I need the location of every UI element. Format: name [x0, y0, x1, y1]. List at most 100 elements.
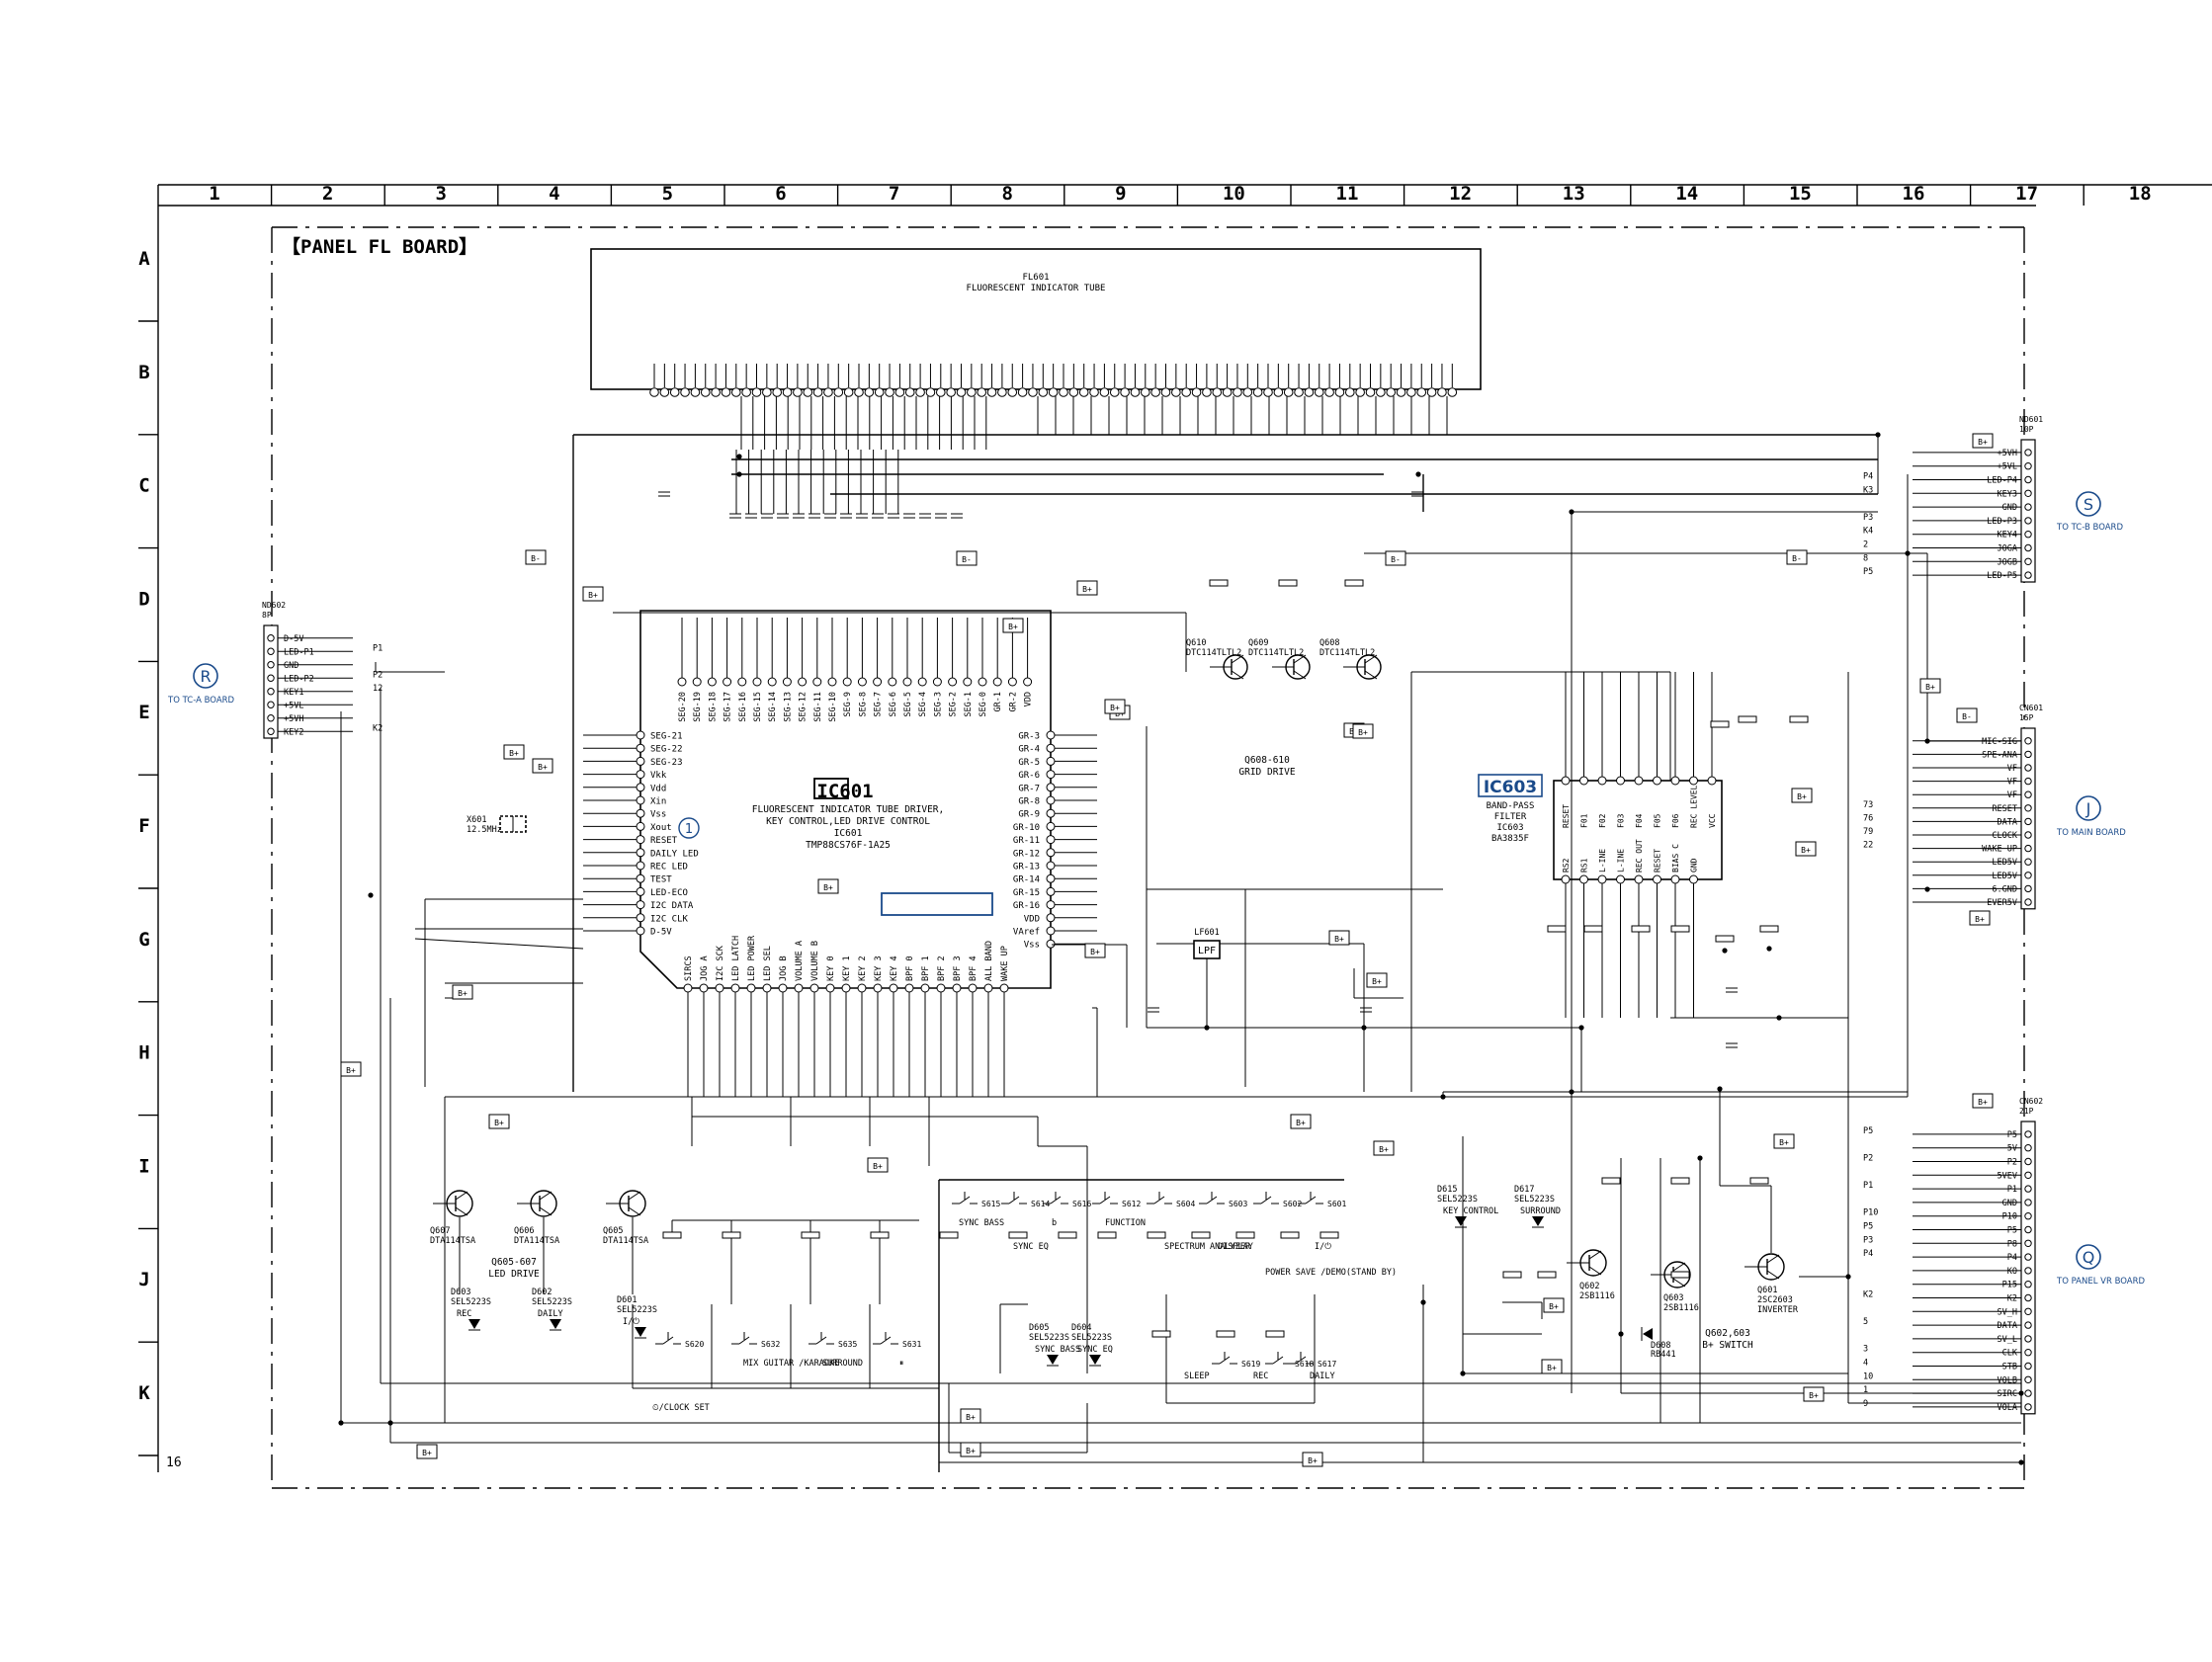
fl601-tube: FL601 FLUORESCENT INDICATOR TUBE — [590, 248, 1482, 397]
ic603-bottom-pin: RS1 — [1580, 858, 1589, 873]
transistor-ref: Q610 — [1186, 638, 1206, 648]
power-tag: B+ — [1801, 846, 1811, 855]
switch-label: SURROUND — [822, 1359, 863, 1369]
switch-ref: S614 — [1031, 1200, 1050, 1208]
fl601-ref: FL601 — [1022, 273, 1049, 283]
ic601-bottom-pin: KEY 1 — [842, 956, 852, 981]
connector-signal: K3 — [1863, 485, 1873, 495]
ic603-top-pin: F06 — [1671, 813, 1680, 828]
led-label: SYNC EQ — [1077, 1345, 1113, 1355]
ic601-part2: TMP88CS76F-1A25 — [806, 840, 891, 851]
ic603-top-pin: F02 — [1598, 813, 1607, 828]
ic601-bottom-pin: JOG A — [700, 956, 710, 981]
bplus-label2: B+ SWITCH — [1702, 1340, 1753, 1351]
transistor-extra: INVERTER — [1757, 1305, 1799, 1315]
switch-ref: S631 — [902, 1340, 921, 1349]
connector-pin: +5VL — [284, 701, 303, 710]
power-tag: B- — [531, 554, 541, 563]
connector-pin: KO — [2007, 1267, 2017, 1277]
connector-signal: P10 — [1863, 1208, 1878, 1218]
connector-signal: 10 — [1863, 1371, 1873, 1381]
connector-signal: K4 — [1863, 527, 1873, 537]
board-title: 【PANEL FL BOARD】 — [282, 235, 477, 258]
led-label: DAILY — [538, 1309, 563, 1319]
connector-pin: LED5V — [1992, 858, 2017, 868]
ic601-right-pin: GR-6 — [1018, 771, 1040, 781]
ic601-bottom-pin: BPF 3 — [953, 956, 963, 981]
connector-signal: 12 — [373, 684, 383, 694]
ic601-left-pin: Vss — [650, 810, 666, 820]
ic601-top-pin: GR-2 — [1008, 692, 1018, 711]
column-label: 7 — [889, 183, 899, 205]
connector-pin: P1 — [2007, 1185, 2017, 1195]
fl601-name: FLUORESCENT INDICATOR TUBE — [967, 284, 1106, 293]
switch-ref: S635 — [838, 1340, 857, 1349]
transistor-part: DTA114TSA — [430, 1236, 475, 1246]
connector-signal: 73 — [1863, 800, 1873, 810]
connector-pincount: 10P — [2019, 425, 2034, 434]
column-label: 4 — [549, 183, 559, 205]
row-label: H — [138, 1042, 149, 1064]
column-label: 17 — [2015, 183, 2038, 205]
transistor-part: 2SB1116 — [1663, 1303, 1699, 1313]
power-tag: B+ — [966, 1413, 976, 1422]
led-part: SEL5223S — [1029, 1333, 1069, 1343]
ic601-left-pin: SEG-21 — [650, 732, 683, 742]
ic603-top-pin: F04 — [1635, 813, 1644, 828]
power-tag: B+ — [1372, 977, 1382, 986]
highlight-box — [881, 892, 993, 916]
transistor-ref: Q606 — [514, 1226, 534, 1236]
transistor-part: DTA114TSA — [514, 1236, 559, 1246]
column-label: 12 — [1449, 183, 1472, 205]
power-tag: B+ — [346, 1066, 356, 1075]
connector-pin: K2 — [2007, 1294, 2017, 1304]
ic601-left-pin: TEST — [650, 875, 672, 885]
led-label: I/⏻ — [623, 1316, 639, 1327]
power-tag: B+ — [1978, 438, 1988, 447]
connector-pin: KEY1 — [284, 688, 303, 698]
connector-pin: P10 — [2002, 1212, 2017, 1222]
connector-pin: P5 — [2007, 1226, 2017, 1236]
power-tag: B+ — [1296, 1119, 1306, 1127]
connector-pin: JOGA — [1998, 544, 2017, 554]
connector-signal: 3 — [1863, 1345, 1868, 1355]
connector-pin: WAKE UP — [1982, 845, 2017, 855]
power-tag: B+ — [873, 1162, 883, 1171]
ic601-bottom-pin: KEY 4 — [890, 956, 899, 981]
connector-signal: 2 — [1863, 540, 1868, 550]
ic601-bottom-pin: BPF 0 — [905, 956, 915, 981]
switch-ref: S602 — [1283, 1200, 1302, 1208]
column-label: 5 — [662, 183, 673, 205]
ic603-top-pin: REC LEVEL — [1690, 785, 1699, 828]
connector-signal: 5 — [1863, 1317, 1868, 1327]
ic601-right-pin: GR-5 — [1018, 758, 1040, 768]
ic601-left-pin: I2C CLK — [650, 914, 689, 924]
ic601-left-pin: SEG-23 — [650, 758, 683, 768]
connector-label: TO PANEL VR BOARD — [2056, 1277, 2146, 1287]
led-drive-label2: LED DRIVE — [488, 1269, 540, 1280]
connector-signal: P5 — [1863, 1222, 1873, 1232]
led-part: SEL5223S — [532, 1297, 572, 1307]
ic601-top-pin: SEG-8 — [858, 692, 868, 717]
power-tag: B+ — [1925, 683, 1935, 692]
ic601-desc1: FLUORESCENT INDICATOR TUBE DRIVER, — [752, 804, 944, 815]
ic601-bottom-pin: LED LATCH — [731, 936, 741, 981]
d608-part: RB441 — [1651, 1350, 1676, 1360]
connector-label: TO MAIN BOARD — [2056, 828, 2126, 838]
connector-pin: 5VEV — [1998, 1171, 2017, 1181]
row-label: G — [138, 929, 149, 951]
ic603-desc2: FILTER — [1494, 812, 1527, 822]
power-tag: B+ — [1110, 704, 1120, 712]
ic601-left-pin: REC LED — [650, 863, 688, 873]
switch-label: DAILY — [1310, 1371, 1335, 1381]
connector-pin: LED-P1 — [284, 647, 314, 657]
ic601-top-pin: SEG-0 — [978, 692, 988, 717]
ic601-top-pin: SEG-13 — [783, 692, 793, 722]
power-tag: B+ — [538, 763, 548, 772]
column-label: 14 — [1675, 183, 1698, 205]
connector-ref: ND602 — [262, 601, 286, 610]
lpf-filter: LPF LF601 — [1193, 928, 1221, 959]
